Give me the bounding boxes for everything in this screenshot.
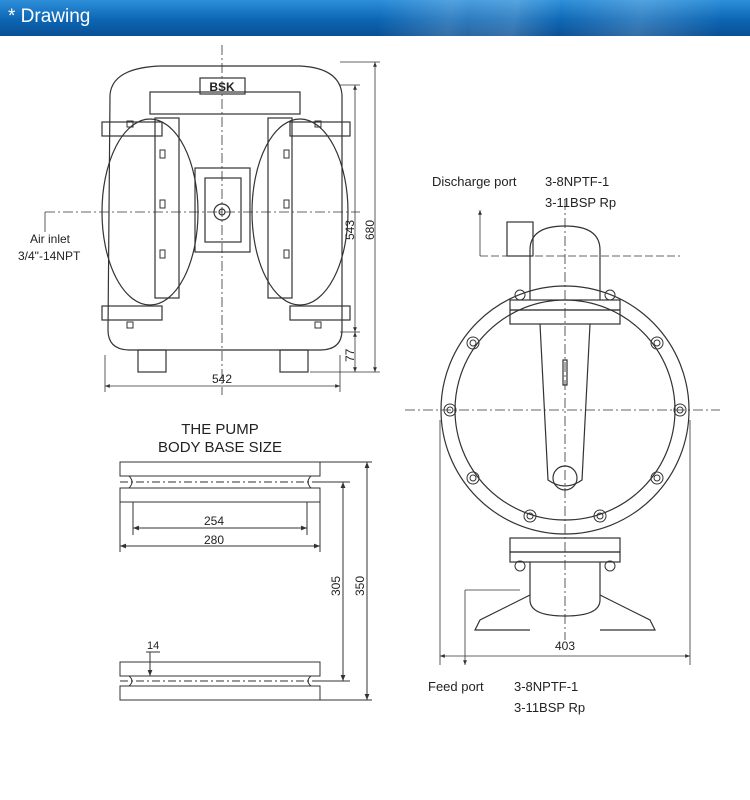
base-drawing bbox=[119, 461, 372, 701]
pump-drawing: BSK Air inlet 3/4"-14NPT 543 680 77 542 … bbox=[18, 45, 720, 715]
dim-305: 305 bbox=[329, 576, 343, 596]
air-inlet-label: Air inlet bbox=[30, 232, 71, 246]
header-bar: * Drawing bbox=[0, 0, 750, 36]
feed-spec-2: 3-11BSP Rp bbox=[514, 700, 585, 715]
base-title-line1: THE PUMP bbox=[181, 421, 259, 438]
dim-77: 77 bbox=[343, 348, 357, 362]
dim-403: 403 bbox=[555, 639, 575, 653]
air-inlet-size: 3/4"-14NPT bbox=[18, 249, 81, 263]
dim-350: 350 bbox=[353, 576, 367, 596]
dim-543: 543 bbox=[343, 220, 357, 240]
discharge-spec-1: 3-8NPTF-1 bbox=[545, 174, 609, 189]
base-title-line2: BODY BASE SIZE bbox=[158, 439, 282, 456]
dim-542: 542 bbox=[212, 372, 232, 386]
dim-680: 680 bbox=[363, 220, 377, 240]
feed-spec-1: 3-8NPTF-1 bbox=[514, 679, 578, 694]
dim-254: 254 bbox=[204, 514, 224, 528]
discharge-port-label: Discharge port bbox=[432, 174, 517, 189]
side-dimensions bbox=[405, 200, 720, 665]
front-view bbox=[101, 65, 351, 373]
feed-port-label: Feed port bbox=[428, 679, 484, 694]
dim-14: 14 bbox=[147, 640, 159, 652]
header-title: * Drawing bbox=[8, 6, 91, 27]
front-dimensions bbox=[44, 45, 380, 395]
dim-280: 280 bbox=[204, 533, 224, 547]
discharge-spec-2: 3-11BSP Rp bbox=[545, 195, 616, 210]
